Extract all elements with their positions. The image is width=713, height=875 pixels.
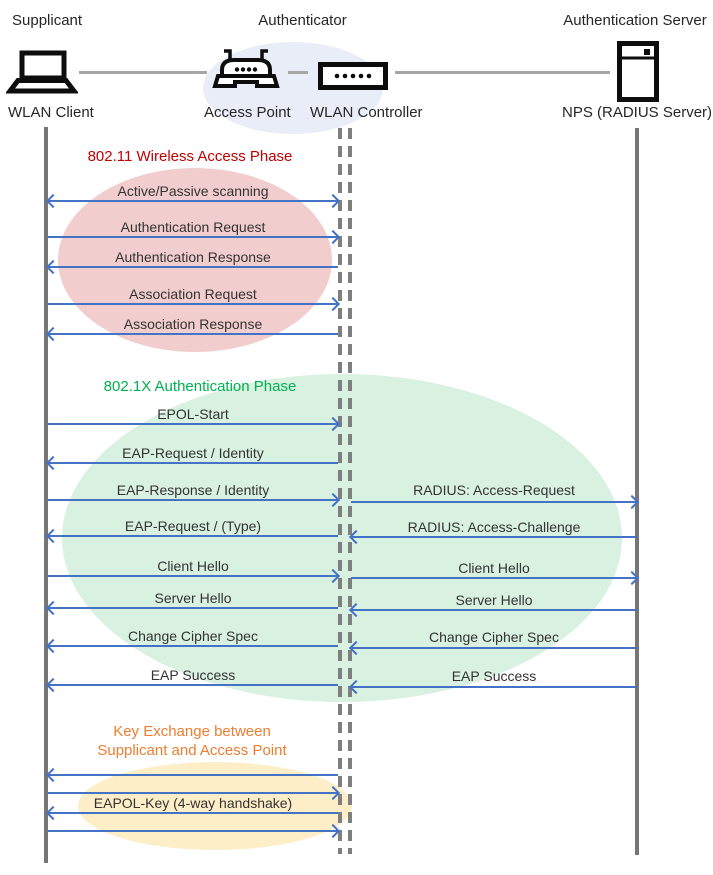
label-authentication-response: Authentication Response [115, 249, 271, 265]
arrow-epol-start [48, 423, 338, 425]
arrow-eap-request-type [48, 535, 338, 537]
lifeline-wlan-controller-left [338, 128, 342, 854]
arrow-authentication-request [48, 236, 338, 238]
arrow-eapol-key-4 [48, 830, 338, 832]
label-eap-success-right: EAP Success [451, 668, 537, 684]
label-epol-start: EPOL-Start [157, 406, 229, 422]
arrow-eap-request-identity [48, 462, 338, 464]
label-radius-access-challenge: RADIUS: Access-Challenge [407, 519, 581, 535]
key-exchange-phase-ellipse [78, 762, 352, 850]
server-icon [617, 41, 659, 107]
arrow-radius-access-request [351, 501, 637, 503]
arrow-client-hello-left [48, 575, 338, 577]
label-server-hello-right: Server Hello [455, 592, 533, 608]
label-eap-request-identity: EAP-Request / Identity [122, 445, 264, 461]
arrow-eap-success-right [351, 686, 637, 688]
device-nps-radius-server: NPS (RADIUS Server) [562, 104, 713, 121]
label-client-hello-right: Client Hello [458, 560, 530, 576]
lifeline-nps-server [635, 128, 639, 855]
arrow-eapol-key-1 [48, 774, 338, 776]
label-association-response: Association Response [123, 316, 263, 332]
arrow-change-cipher-spec-left [48, 645, 338, 647]
phase-title-key-exchange-line1: Key Exchange between [113, 723, 271, 740]
label-authentication-request: Authentication Request [120, 219, 266, 235]
label-active-passive-scanning: Active/Passive scanning [117, 183, 269, 199]
label-association-request: Association Request [129, 286, 257, 302]
access-point-icon [212, 46, 280, 99]
arrow-active-passive-scanning [48, 200, 338, 202]
arrow-eap-response-identity [48, 499, 338, 501]
connector-ap-controller [288, 71, 308, 74]
lifeline-wlan-client [44, 127, 48, 863]
arrow-authentication-response [48, 266, 338, 268]
device-access-point: Access Point [204, 104, 291, 121]
label-eap-request-type: EAP-Request / (Type) [124, 518, 262, 534]
laptop-icon [4, 50, 80, 99]
phase-title-authentication: 802.1X Authentication Phase [103, 378, 297, 395]
arrow-association-request [48, 303, 338, 305]
role-authentication-server: Authentication Server [563, 12, 707, 29]
arrow-server-hello-left [48, 607, 338, 609]
role-authenticator: Authenticator [258, 12, 347, 29]
arrow-eap-success-left [48, 684, 338, 686]
label-eapol-key-handshake: EAPOL-Key (4-way handshake) [93, 795, 293, 811]
label-eap-success-left: EAP Success [150, 667, 236, 683]
connector-controller-server [395, 71, 610, 74]
arrow-client-hello-right [351, 577, 637, 579]
lifeline-wlan-controller-right [348, 128, 352, 854]
label-eap-response-identity: EAP-Response / Identity [116, 482, 270, 498]
phase-title-key-exchange: Key Exchange between Supplicant and Acce… [47, 722, 337, 760]
device-wlan-client: WLAN Client [8, 104, 94, 121]
wlan-controller-icon [318, 62, 388, 95]
arrow-radius-access-challenge [351, 536, 637, 538]
label-change-cipher-spec-left: Change Cipher Spec [128, 628, 258, 644]
label-change-cipher-spec-right: Change Cipher Spec [429, 629, 559, 645]
arrow-eapol-key-2 [48, 792, 338, 794]
arrow-association-response [48, 333, 338, 335]
label-radius-access-request: RADIUS: Access-Request [413, 482, 575, 498]
role-supplicant: Supplicant [12, 12, 83, 29]
arrow-server-hello-right [351, 609, 637, 611]
phase-title-wireless-access: 802.11 Wireless Access Phase [87, 148, 293, 165]
arrow-change-cipher-spec-right [351, 647, 637, 649]
arrow-eapol-key-3 [48, 812, 338, 814]
label-client-hello-left: Client Hello [157, 558, 229, 574]
phase-title-key-exchange-line2: Supplicant and Access Point [97, 742, 287, 759]
device-wlan-controller: WLAN Controller [310, 104, 423, 121]
connector-client-ap [79, 71, 207, 74]
wireless-access-phase-ellipse [58, 168, 332, 352]
label-server-hello-left: Server Hello [154, 590, 232, 606]
